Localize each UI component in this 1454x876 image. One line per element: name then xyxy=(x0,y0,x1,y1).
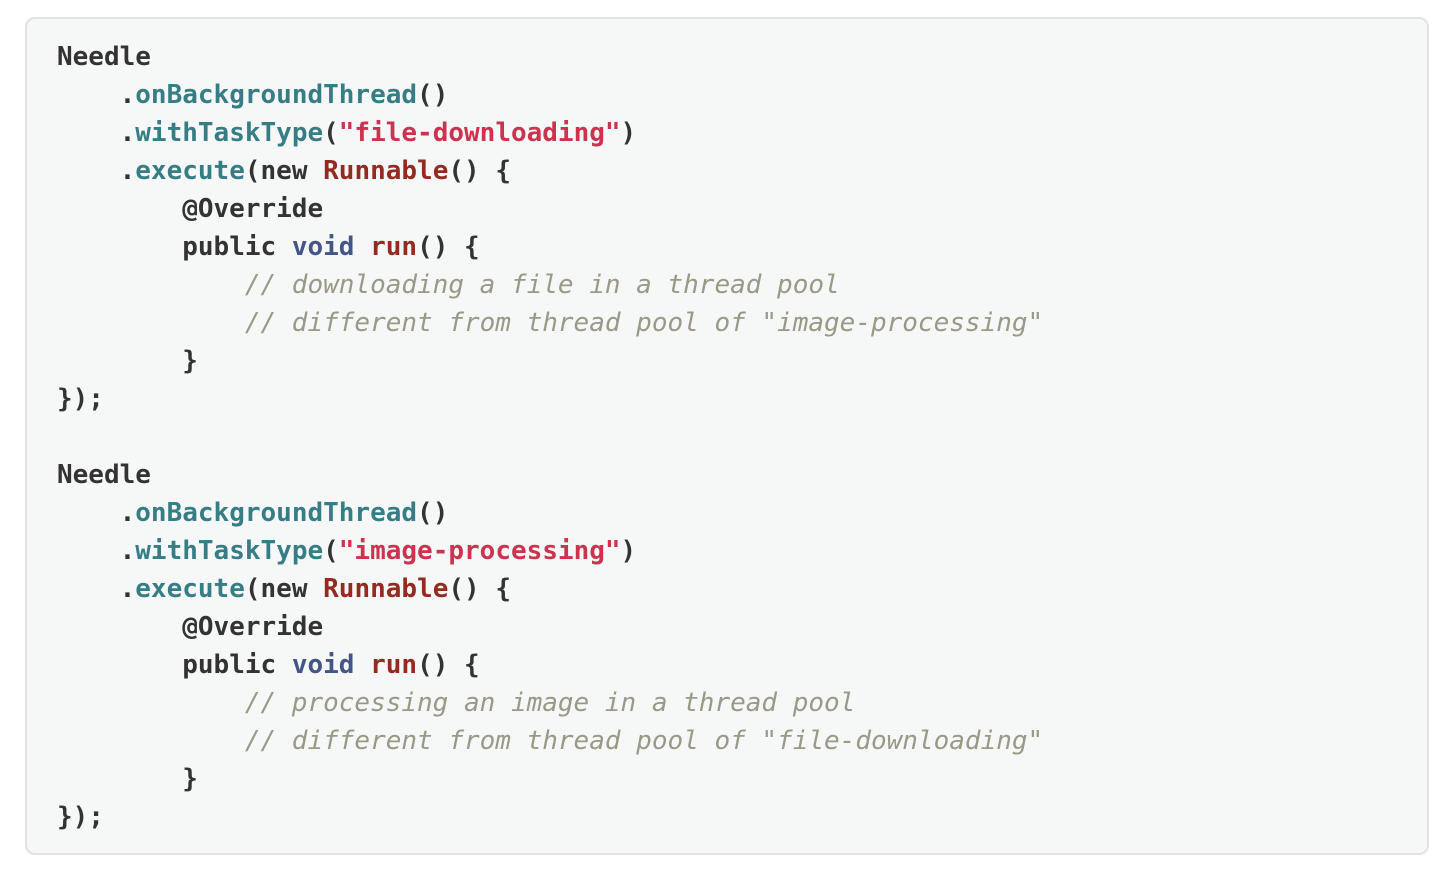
code-token-method: onBackgroundThread xyxy=(135,498,418,528)
code-token-string: "image-processing" xyxy=(338,536,621,566)
code-token-method: withTaskType xyxy=(135,118,324,148)
code-token-keyword: public xyxy=(182,232,277,262)
code-block: Needle .onBackgroundThread() .withTaskTy… xyxy=(25,17,1429,855)
code-token-function: run xyxy=(370,232,418,262)
code-token-plain: () { xyxy=(448,156,511,186)
code-token-method: execute xyxy=(135,156,245,186)
code-token-keyword: new xyxy=(260,156,308,186)
code-token-plain: @Override xyxy=(57,194,324,224)
code-token-comment: // processing an image in a thread pool xyxy=(57,688,856,718)
code-token-plain xyxy=(57,232,182,262)
code-line: .execute(new Runnable() { xyxy=(57,152,1397,190)
code-line: // different from thread pool of "file-d… xyxy=(57,722,1397,760)
code-token-plain: . xyxy=(57,536,136,566)
code-line: Needle xyxy=(57,456,1397,494)
code-token-method: withTaskType xyxy=(135,536,324,566)
code-line xyxy=(57,418,1397,456)
code-line: public void run() { xyxy=(57,228,1397,266)
code-token-plain: } xyxy=(57,346,198,376)
code-token-plain: () xyxy=(417,80,449,110)
code-token-plain: . xyxy=(57,118,136,148)
code-token-plain: }); xyxy=(57,384,104,414)
code-line: // different from thread pool of "image-… xyxy=(57,304,1397,342)
code-token-plain xyxy=(57,650,182,680)
code-token-plain: () { xyxy=(417,650,480,680)
code-line: }); xyxy=(57,798,1397,836)
code-line: @Override xyxy=(57,190,1397,228)
code-token-plain: } xyxy=(57,764,198,794)
code-token-function: Runnable xyxy=(323,156,449,186)
code-token-plain: @Override xyxy=(57,612,324,642)
code-token-comment: // different from thread pool of "file-d… xyxy=(57,726,1044,756)
code-line: // processing an image in a thread pool xyxy=(57,684,1397,722)
code-line: .withTaskType("file-downloading") xyxy=(57,114,1397,152)
code-line: .execute(new Runnable() { xyxy=(57,570,1397,608)
code-line: Needle xyxy=(57,38,1397,76)
code-token-type: void xyxy=(291,650,355,680)
code-token-plain: Needle xyxy=(57,460,151,490)
code-token-keyword: new xyxy=(260,574,308,604)
code-token-function: run xyxy=(370,650,418,680)
code-token-plain: () { xyxy=(417,232,480,262)
code-token-plain: ( xyxy=(323,536,339,566)
code-token-plain: ( xyxy=(244,574,261,604)
code-token-plain: Needle xyxy=(57,42,151,72)
code-token-plain: . xyxy=(57,498,136,528)
code-lines: Needle .onBackgroundThread() .withTaskTy… xyxy=(57,38,1397,836)
code-token-plain: ( xyxy=(244,156,261,186)
code-line: @Override xyxy=(57,608,1397,646)
code-token-method: execute xyxy=(135,574,245,604)
code-token-plain: ( xyxy=(323,118,339,148)
code-token-plain: . xyxy=(57,80,136,110)
code-token-comment: // different from thread pool of "image-… xyxy=(57,308,1044,338)
code-token-type: void xyxy=(291,232,355,262)
code-token-plain: () { xyxy=(448,574,511,604)
code-token-plain: () xyxy=(417,498,449,528)
code-token-plain xyxy=(354,232,370,262)
code-token-plain xyxy=(307,574,323,604)
code-line: .onBackgroundThread() xyxy=(57,76,1397,114)
code-token-comment: // downloading a file in a thread pool xyxy=(57,270,840,300)
code-token-plain: ) xyxy=(620,536,637,566)
code-line: } xyxy=(57,342,1397,380)
code-token-plain: . xyxy=(57,156,136,186)
code-line: .withTaskType("image-processing") xyxy=(57,532,1397,570)
code-line: } xyxy=(57,760,1397,798)
code-line: .onBackgroundThread() xyxy=(57,494,1397,532)
code-token-keyword: public xyxy=(182,650,277,680)
code-token-plain: }); xyxy=(57,802,104,832)
code-token-plain xyxy=(276,650,292,680)
code-token-plain xyxy=(307,156,323,186)
code-token-plain: . xyxy=(57,574,136,604)
code-token-plain xyxy=(354,650,370,680)
code-line: // downloading a file in a thread pool xyxy=(57,266,1397,304)
code-token-method: onBackgroundThread xyxy=(135,80,418,110)
code-token-plain xyxy=(276,232,292,262)
code-token-plain: ) xyxy=(620,118,637,148)
code-token-function: Runnable xyxy=(323,574,449,604)
code-token-string: "file-downloading" xyxy=(338,118,621,148)
code-line: public void run() { xyxy=(57,646,1397,684)
code-line: }); xyxy=(57,380,1397,418)
